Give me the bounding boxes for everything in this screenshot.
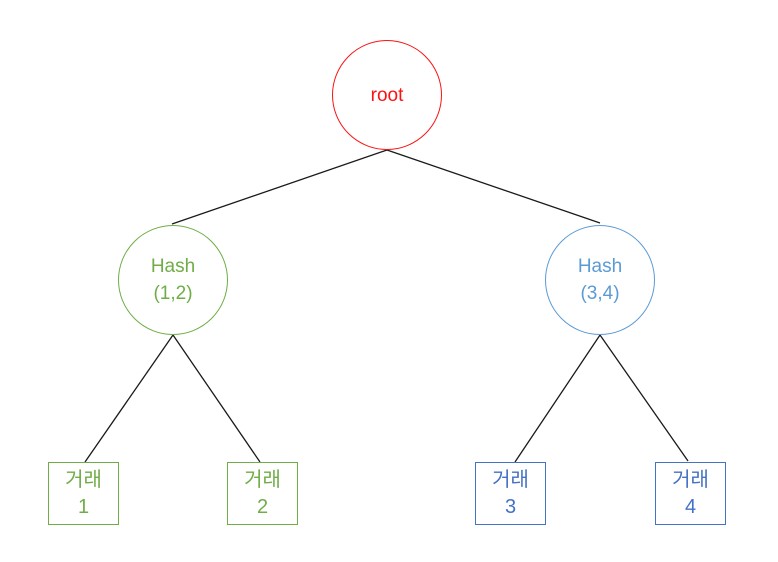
node-transaction-1-label-line1: 거래 (65, 468, 102, 491)
node-transaction-1-label-line2: 1 (77, 495, 90, 518)
node-transaction-2: 거래 2 (227, 462, 298, 525)
node-transaction-4: 거래 4 (655, 462, 726, 525)
edge-root-hash34 (386, 149, 601, 224)
node-transaction-2-label-line2: 2 (256, 495, 269, 518)
node-transaction-1: 거래 1 (48, 462, 119, 525)
node-hash-3-4-label-line2: (3,4) (580, 283, 620, 304)
node-transaction-4-label-line2: 4 (684, 495, 697, 518)
node-transaction-2-label-line1: 거래 (244, 468, 281, 491)
edge-hash34-tx3 (514, 334, 601, 463)
edge-hash34-tx4 (599, 334, 689, 462)
node-transaction-4-label-line1: 거래 (672, 468, 709, 491)
node-transaction-3-label-line1: 거래 (492, 468, 529, 491)
edge-root-hash12 (171, 149, 388, 225)
edge-hash12-tx1 (84, 334, 174, 463)
node-transaction-3: 거래 3 (475, 462, 546, 525)
node-transaction-3-label-line2: 3 (504, 495, 517, 518)
node-root-label: root (370, 84, 404, 106)
node-hash-3-4: Hash (3,4) (545, 225, 655, 335)
node-root: root (332, 40, 442, 150)
edge-hash12-tx2 (172, 334, 261, 463)
node-hash-3-4-label-line1: Hash (577, 256, 623, 277)
node-hash-1-2-label-line2: (1,2) (153, 283, 193, 304)
node-hash-1-2-label-line1: Hash (150, 256, 196, 277)
node-hash-1-2: Hash (1,2) (118, 225, 228, 335)
